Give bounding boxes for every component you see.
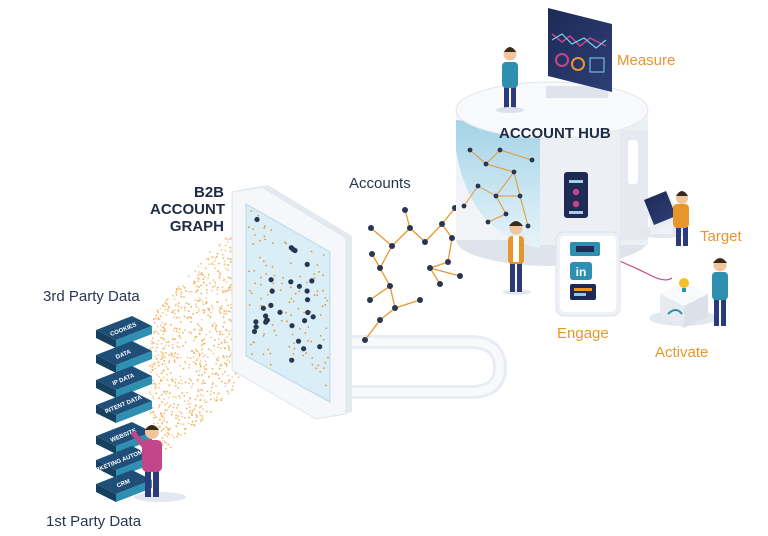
- b2b-account-graph-title: B2B ACCOUNT GRAPH: [150, 184, 225, 235]
- person-first-party-icon: [131, 425, 186, 502]
- target-kiosk: [636, 191, 689, 246]
- data-block: DATA: [96, 341, 152, 373]
- data-block: INTENT DATA: [96, 391, 152, 423]
- target-label: Target: [700, 228, 742, 245]
- data-block: WEBSITE: [96, 422, 152, 454]
- data-block: COOKIES: [96, 316, 152, 348]
- account-graph-nodes: [247, 210, 329, 387]
- data-block: IP DATA: [96, 366, 152, 398]
- linkedin-icon: in: [576, 265, 587, 279]
- person-engage-icon: [503, 221, 531, 295]
- graph-title-line-3: GRAPH: [169, 218, 224, 235]
- engage-label: Engage: [557, 325, 609, 342]
- engage-phone: in: [555, 231, 673, 317]
- account-hub-label: ACCOUNT HUB: [499, 125, 611, 142]
- hub-inner-network: [461, 147, 535, 229]
- graph-title-line-1: B2B: [193, 184, 224, 201]
- data-block: CRM: [96, 470, 152, 502]
- data-block-label: DATA: [115, 349, 132, 361]
- activate-label: Activate: [655, 344, 709, 361]
- third-party-data-label: 3rd Party Data: [43, 288, 140, 305]
- data-block-label: CRM: [116, 479, 131, 490]
- account-graph-panel: [231, 185, 507, 420]
- measure-label: Measure: [617, 52, 676, 69]
- activate-cube: [649, 258, 728, 328]
- accounts-label: Accounts: [349, 175, 411, 192]
- first-party-data-label: 1st Party Data: [46, 513, 142, 530]
- graph-title-line-2: ACCOUNT: [150, 201, 225, 218]
